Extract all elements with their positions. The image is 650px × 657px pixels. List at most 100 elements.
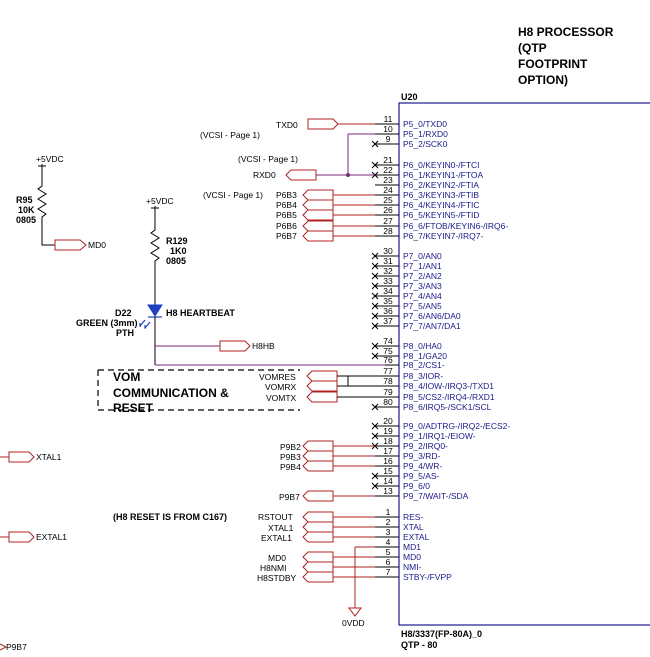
no-connect-mark <box>371 140 379 148</box>
p9b3-label: P9B3 <box>280 452 301 462</box>
r129-ref: R129 <box>166 236 188 246</box>
no-connect-mark <box>371 403 379 411</box>
pin-name: P8_6/IRQ5-/SCK1/SCL <box>403 402 492 412</box>
pin-number: 23 <box>383 175 393 185</box>
vomtx-label: VOMTX <box>266 393 297 403</box>
pin-number: 36 <box>383 306 393 316</box>
pin-name: NMI- <box>403 562 422 572</box>
vom-text-3: RESET <box>113 401 154 415</box>
rstout-port <box>302 511 334 523</box>
pin-number: 20 <box>383 416 393 426</box>
pin-number: 14 <box>383 476 393 486</box>
pin-name: P9_3/RD- <box>403 451 440 461</box>
h8hb-label: H8HB <box>252 341 275 351</box>
no-connect-mark <box>371 161 379 169</box>
md0-label: MD0 <box>268 553 286 563</box>
pin-name: P6_4/KEYIN4-/FTIC <box>403 200 480 210</box>
txd0-label: TXD0 <box>276 120 298 130</box>
d22-color: GREEN (3mm) <box>76 318 138 328</box>
h8stdby-label: H8STDBY <box>257 573 297 583</box>
pin-number: 28 <box>383 226 393 236</box>
pin-number: 30 <box>383 246 393 256</box>
pin-name: P9_6/0 <box>403 481 430 491</box>
md1-wire <box>354 546 375 608</box>
pin-name: MD1 <box>403 542 421 552</box>
chip-part: H8/3337(FP-80A)_0 <box>401 629 482 639</box>
pin-name: P6_2/KEYIN2-/FTIA <box>403 180 479 190</box>
pin-name: P5_2/SCK0 <box>403 139 448 149</box>
resistor-r95-zigzag <box>37 176 55 246</box>
pin-number: 79 <box>383 387 393 397</box>
rxd0-port <box>285 169 317 181</box>
pin-number: 15 <box>383 466 393 476</box>
h8nmi-port <box>302 561 334 573</box>
r95-value: 10K <box>18 205 35 215</box>
pin-number: 37 <box>383 316 393 326</box>
pin-name: P5_0/TXD0 <box>403 119 447 129</box>
vom-wires <box>337 375 375 398</box>
pin-number: 75 <box>383 346 393 356</box>
rxd0-wire <box>347 133 375 175</box>
led-d22: H8 HEARTBEAT D22 GREEN (3mm) PTH <box>76 304 235 365</box>
vomtx-port <box>306 391 338 403</box>
pin-name: P6_5/KEYIN5-/FTID <box>403 210 480 220</box>
p9b7-left-label: P9B7 <box>6 642 27 652</box>
extal1-left-label: EXTAL1 <box>36 532 67 542</box>
pin-name: P8_5/CS2-/IRQ4-/RXD1 <box>403 392 495 402</box>
pin-name: STBY-/FVPP <box>403 572 452 582</box>
sheet-title: H8 PROCESSOR (QTP FOOTPRINT OPTION) <box>518 25 614 87</box>
vomrx-label: VOMRX <box>265 382 297 392</box>
vom-dashed-box <box>97 369 300 411</box>
no-connect-mark <box>371 302 379 310</box>
pin-name: P9_2/IRQ0- <box>403 441 448 451</box>
net-p9b: P9B2 P9B3 P9B4 P9B7 <box>279 440 375 502</box>
p6b7-port <box>302 230 334 242</box>
no-connect-mark <box>371 262 379 270</box>
xtal1-port <box>302 521 334 533</box>
chip-body <box>398 102 650 626</box>
pin-number: 21 <box>383 155 393 165</box>
pin-name: P7_1/AN1 <box>403 261 442 271</box>
h8nmi-label: H8NMI <box>260 563 286 573</box>
resistor-r129: R129 1K0 0805 <box>150 218 188 305</box>
no-connect-mark <box>371 252 379 260</box>
pin-name: P8_4/IOW-/IRQ3-/TXD1 <box>403 381 494 391</box>
vom-text-1: VOM <box>113 370 140 384</box>
resistor-r95: R95 10K 0805 MD0 <box>16 176 106 251</box>
vomres-port <box>306 370 338 382</box>
led-arrow-1 <box>139 319 146 327</box>
vcsi-note-1: (VCSI - Page 1) <box>200 130 260 140</box>
vcsi-note-2: (VCSI - Page 1) <box>238 154 298 164</box>
p9b4-label: P9B4 <box>280 462 301 472</box>
power-r129: +5VDC <box>146 196 174 218</box>
pin-name: P6_0/KEYIN0-/FTCI <box>403 160 480 170</box>
title-line-1: H8 PROCESSOR <box>518 25 614 39</box>
title-line-4: OPTION) <box>518 73 568 87</box>
pin-number: 32 <box>383 266 393 276</box>
pin-number: 78 <box>383 376 393 386</box>
pin-name: P6_3/KEYIN3-/FTIB <box>403 190 479 200</box>
vom-section: VOM COMMUNICATION & RESET VOMRES VOMRX V… <box>97 369 375 415</box>
pin-name: P8_0/HA0 <box>403 341 442 351</box>
pin-name: P9_5/AS- <box>403 471 440 481</box>
pin-name: MD0 <box>403 552 421 562</box>
led-arrow-2 <box>144 321 151 329</box>
pin-number: 80 <box>383 397 393 407</box>
vom-text-2: COMMUNICATION & <box>113 386 229 400</box>
md0-left-label: MD0 <box>88 240 106 250</box>
pin-name: P9_1/IRQ1-/EIOW- <box>403 431 476 441</box>
pin-number: 33 <box>383 276 393 286</box>
p6b3-label: P6B3 <box>276 190 297 200</box>
p9b2-port <box>302 440 334 452</box>
pin-name: P7_6/AN6/DA0 <box>403 311 461 321</box>
pin-number: 34 <box>383 286 393 296</box>
pin-name: P8_2/CS1- <box>403 360 445 370</box>
pin-number: 7 <box>386 567 391 577</box>
pin-number: 19 <box>383 426 393 436</box>
r129-size: 0805 <box>166 256 186 266</box>
pin-number: 77 <box>383 366 393 376</box>
no-connect-mark <box>371 312 379 320</box>
